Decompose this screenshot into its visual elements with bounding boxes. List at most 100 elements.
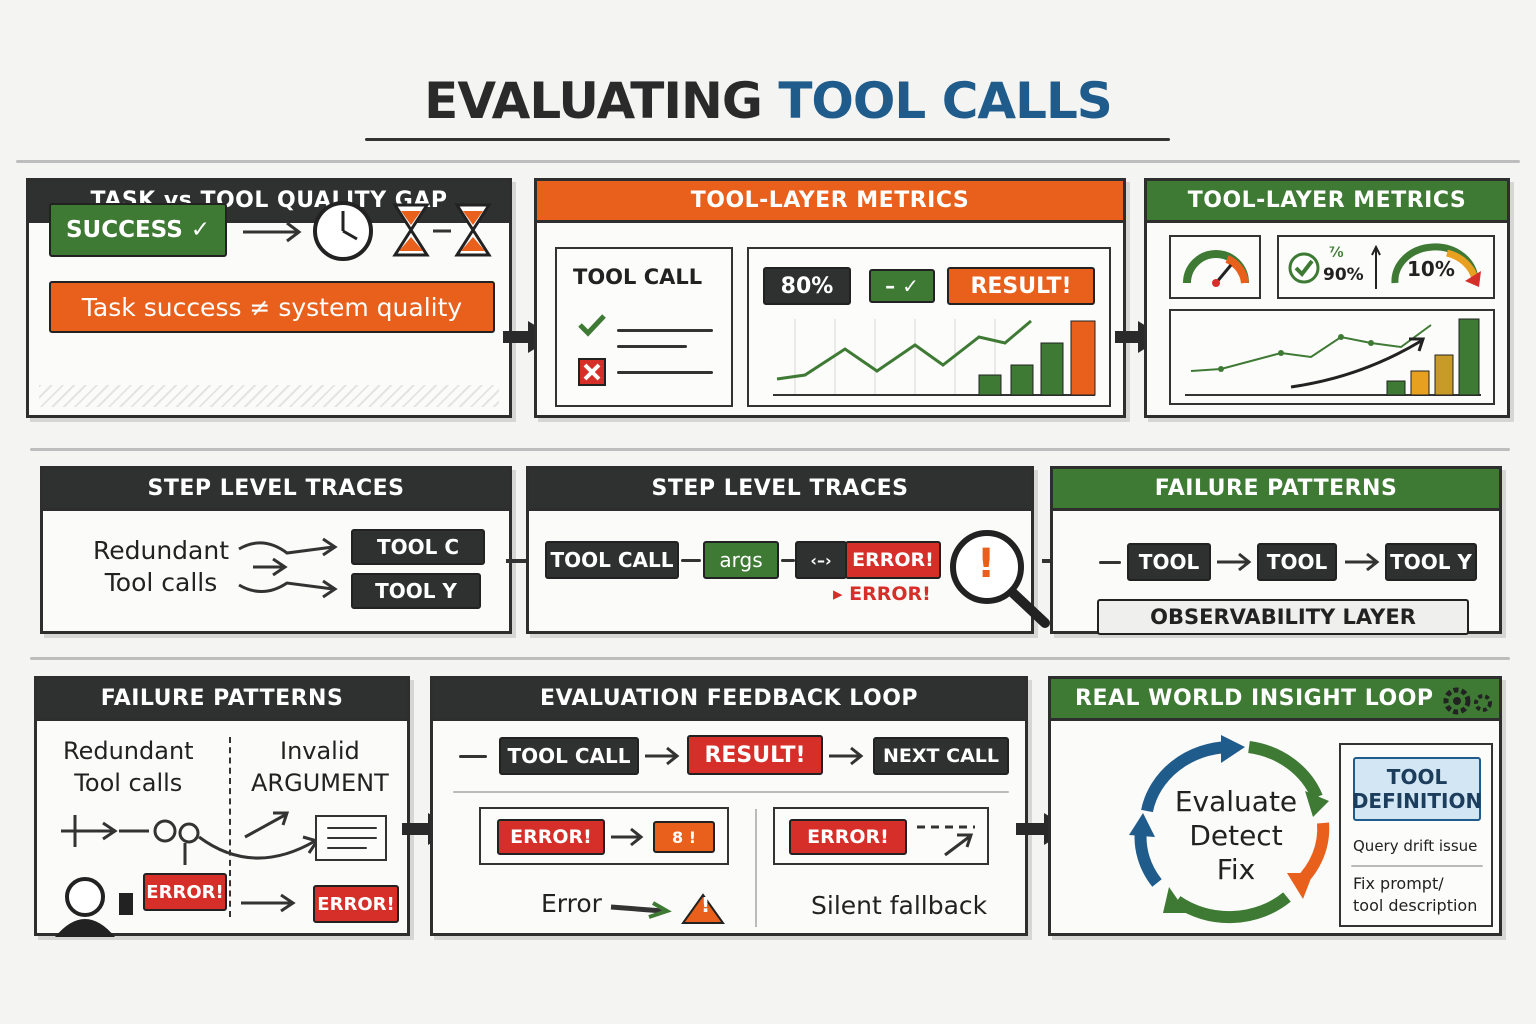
observability-layer-badge: OBSERVABILITY LAYER: [1097, 599, 1469, 635]
error-node: ERROR!: [845, 541, 941, 579]
error-badge: ERROR!: [497, 819, 605, 855]
silent-fallback-card: ERROR!: [773, 807, 989, 865]
fix-prompt-note: Fix prompt/ tool description: [1353, 874, 1478, 915]
feedback-loop-icon: [1129, 735, 1330, 924]
trend-chart-icon: [773, 319, 1096, 396]
panel-tool-layer-metrics-2: TOOL-LAYER METRICS ⁷⁄₀ 90% 10%: [1144, 178, 1510, 418]
warning-mark: !: [701, 893, 711, 917]
trend-chart-icon: [1185, 318, 1481, 396]
loop-steps: Evaluate Detect Fix: [1174, 785, 1298, 886]
divider: [1351, 865, 1483, 867]
gauge-icon: [1183, 250, 1249, 287]
row-divider: [30, 448, 1510, 451]
args-node: args: [703, 541, 779, 579]
flow-arrow: [1115, 331, 1141, 343]
arrow-icon: [645, 746, 680, 766]
error-badge: ERROR!: [313, 885, 399, 923]
code-icon: ‹–›: [795, 541, 847, 579]
arrow-icon: [433, 229, 451, 233]
gauge-card: [1169, 235, 1261, 299]
silent-fallback-caption: Silent fallback: [811, 891, 988, 920]
arrow-icon: [1217, 552, 1252, 572]
warning-chip: 8 !: [653, 821, 715, 853]
panel-step-level-traces-2: STEP LEVEL TRACES TOOL CALL args ‹–› ERR…: [526, 466, 1050, 634]
error-trace-label: ▸ ERROR!: [833, 583, 931, 605]
gauge-icon: [1391, 243, 1481, 287]
error-caption: Error: [541, 889, 602, 918]
check-circle-icon: [1288, 252, 1320, 284]
redundant-label: Redundant Tool calls: [93, 536, 230, 597]
tool-y-node: TOOL Y: [1385, 543, 1477, 581]
panel-title: TOOL-LAYER METRICS: [1147, 181, 1507, 223]
error-badge: ERROR!: [789, 819, 907, 855]
tool-definition-badge: TOOL DEFINITION: [1352, 757, 1482, 821]
panel-tool-layer-metrics: TOOL-LAYER METRICS TOOL CALL 80% – ✓ RES…: [534, 178, 1126, 418]
flow-arrow: [503, 331, 531, 343]
tool-y-node: TOOL Y: [351, 573, 481, 609]
panel-evaluation-feedback-loop: EVALUATION FEEDBACK LOOP TOOL CALL RESUL…: [430, 676, 1028, 936]
alert-mark: !: [977, 541, 996, 587]
error-x-icon: [578, 358, 606, 386]
connector: [681, 559, 701, 562]
failure-flow-icon: [61, 811, 320, 865]
task-vs-quality-statement: Task success ≠ system quality: [49, 281, 495, 333]
arrow-icon: [241, 893, 296, 913]
connector: [1099, 561, 1121, 564]
percent-card: ⁷⁄₀ 90% 10%: [1277, 235, 1495, 299]
page-title: EVALUATING TOOL CALLS: [424, 72, 1113, 130]
hourglass-icon: [392, 203, 430, 257]
percent-badge: 80%: [763, 267, 851, 305]
divider: [229, 737, 231, 917]
check-badge: – ✓: [869, 269, 935, 303]
arrow-icon: [611, 827, 644, 847]
panel-title: STEP LEVEL TRACES: [529, 469, 1031, 511]
panel-failure-patterns-2: FAILURE PATTERNS Redundant Tool calls In…: [34, 676, 410, 937]
row-divider: [30, 657, 1510, 660]
tool-call-label: TOOL CALL: [573, 265, 703, 289]
error-case-card: ERROR! 8 !: [479, 807, 729, 865]
next-call-node: NEXT CALL: [873, 737, 1009, 775]
error-arrow-icon: [610, 893, 725, 924]
connector: [781, 559, 795, 562]
document-icon: [315, 815, 387, 861]
clock-icon: [313, 201, 373, 261]
query-drift-note: Query drift issue: [1353, 837, 1478, 855]
result-badge: RESULT!: [947, 267, 1095, 305]
tool-call-node: TOOL CALL: [499, 737, 639, 775]
redundant-label: Redundant Tool calls: [63, 737, 194, 797]
percent-90-label: 90%: [1323, 265, 1364, 285]
dashed-arrow-icon: [917, 825, 975, 857]
flow-arrow: [1016, 823, 1046, 835]
panel-step-level-traces: STEP LEVEL TRACES Redundant Tool calls T…: [40, 466, 512, 634]
connector: [459, 755, 487, 758]
panel-title: STEP LEVEL TRACES: [43, 469, 509, 511]
check-icon: [578, 314, 606, 337]
hatch-decoration: [39, 385, 499, 407]
branch-arrows-icon: [238, 537, 338, 599]
flow-arrow: [402, 823, 430, 835]
panel-task-vs-tool-gap: TASK vs TOOL QUALITY GAP SUCCESS ✓ Task …: [26, 178, 512, 418]
invalid-argument-label: Invalid ARGUMENT: [251, 737, 389, 797]
divider: [453, 791, 1009, 793]
panel-real-world-insight-loop: REAL WORLD INSIGHT LOOP Evaluate Detect …: [1048, 676, 1502, 936]
panel-title: FAILURE PATTERNS: [37, 679, 407, 721]
panel-title: FAILURE PATTERNS: [1053, 469, 1499, 511]
tool-node-2: TOOL: [1257, 543, 1337, 581]
tool-call-node: TOOL CALL: [545, 541, 679, 579]
success-badge: SUCCESS ✓: [49, 203, 227, 257]
arrow-icon: [1345, 552, 1380, 572]
tool-node-1: TOOL: [1127, 543, 1211, 581]
metrics-chart-card: 80% – ✓ RESULT!: [747, 247, 1111, 407]
result-node: RESULT!: [687, 735, 823, 775]
arrow-icon: [829, 746, 864, 766]
panel-failure-patterns: FAILURE PATTERNS TOOL TOOL TOOL Y OBSERV…: [1050, 466, 1502, 635]
text-line: [617, 329, 713, 332]
hourglass-icon: [454, 203, 492, 257]
panel-title: TOOL-LAYER METRICS: [537, 181, 1123, 223]
panel-title: EVALUATION FEEDBACK LOOP: [433, 679, 1025, 721]
tool-call-card: TOOL CALL: [555, 247, 733, 407]
text-line: [617, 371, 713, 374]
tool-definition-card: TOOL DEFINITION Query drift issue Fix pr…: [1339, 743, 1493, 927]
divider: [755, 809, 757, 927]
panel-title: REAL WORLD INSIGHT LOOP: [1051, 679, 1499, 721]
